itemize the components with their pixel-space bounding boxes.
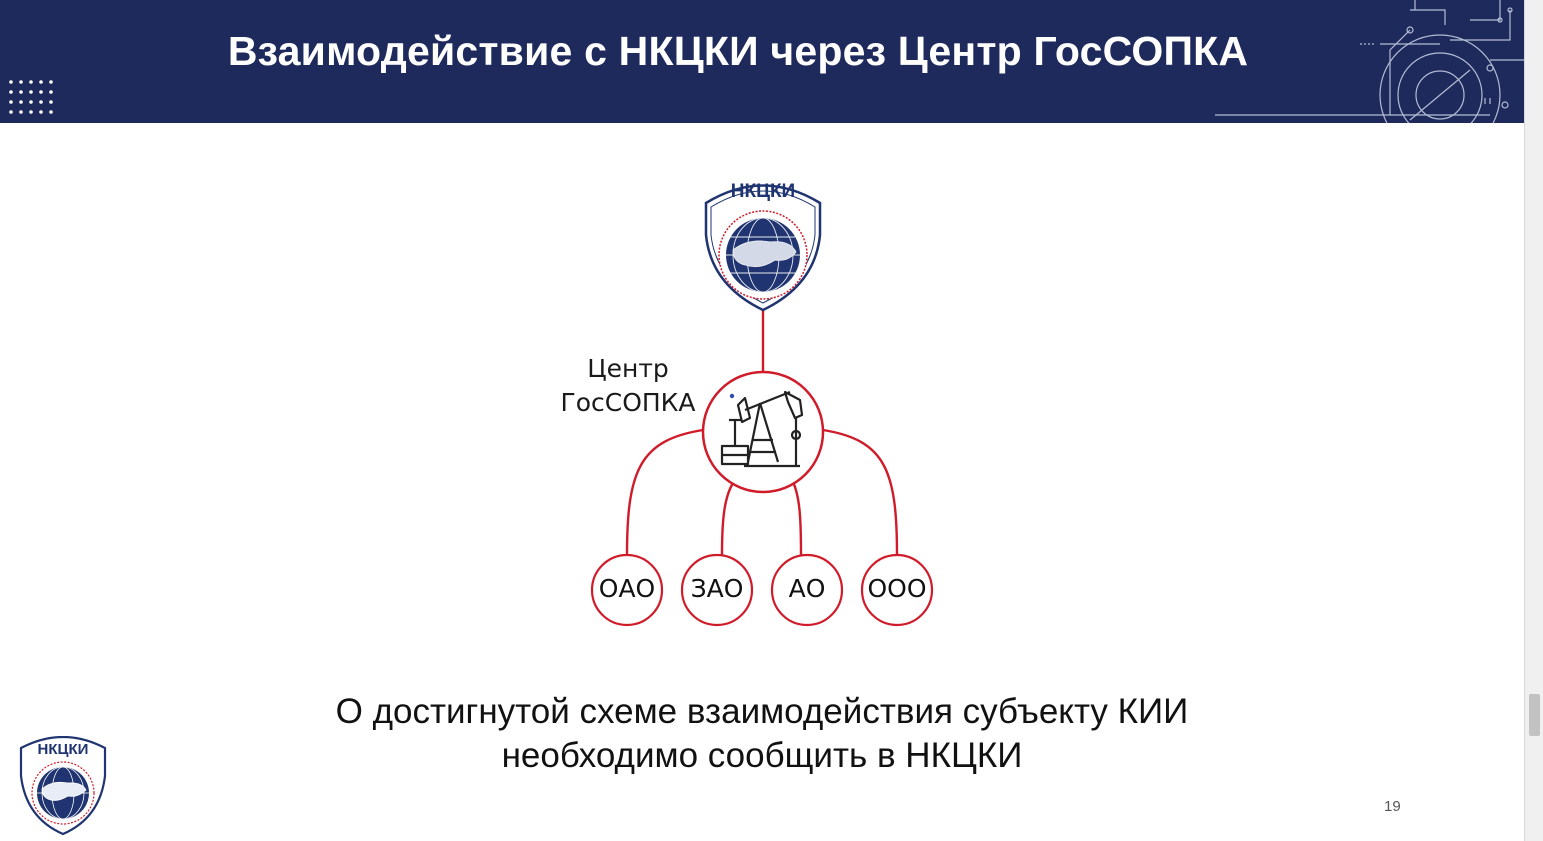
subject-label-ao: АО [788, 574, 826, 603]
circuit-decoration-icon [1215, 0, 1524, 123]
slide-caption: О достигнутой схеме взаимодействия субъе… [230, 690, 1294, 778]
page-title: Взаимодействие с НКЦКИ через Центр ГосСО… [227, 28, 1249, 74]
vertical-scrollbar[interactable] [1524, 0, 1543, 841]
nkcki-logo-text: НКЦКИ [730, 181, 796, 202]
caption-line2: необходимо сообщить в НКЦКИ [501, 736, 1023, 775]
page-number: 19 [1384, 798, 1401, 815]
caption-line1: О достигнутой схеме взаимодействия субъе… [335, 692, 1189, 731]
footer-nkcki-logo [19, 736, 107, 836]
oil-pump-icon [720, 390, 804, 468]
center-node-circle [701, 370, 825, 494]
interaction-diagram [590, 184, 934, 627]
subject-node-circle [860, 553, 934, 627]
nkcki-shield-logo [704, 184, 822, 312]
center-node-label: Центр ГосСОПКА [560, 352, 696, 420]
center-node-marker [729, 393, 735, 399]
scrollbar-thumb[interactable] [1529, 694, 1540, 736]
center-node-label-line2: ГосСОПКА [560, 388, 696, 417]
dots-decoration-icon [9, 80, 53, 114]
subject-label-zao: ЗАО [690, 574, 744, 603]
subject-node-circle [590, 553, 664, 627]
subject-label-oao: ОАО [598, 574, 656, 603]
subject-label-ooo: ООО [867, 574, 927, 603]
footer-logo-text: НКЦКИ [37, 741, 89, 758]
subject-node-circle [680, 553, 754, 627]
slide-header: Взаимодействие с НКЦКИ через Центр ГосСО… [0, 0, 1524, 123]
subject-node-circle [770, 553, 844, 627]
center-node-label-line1: Центр [587, 354, 669, 383]
